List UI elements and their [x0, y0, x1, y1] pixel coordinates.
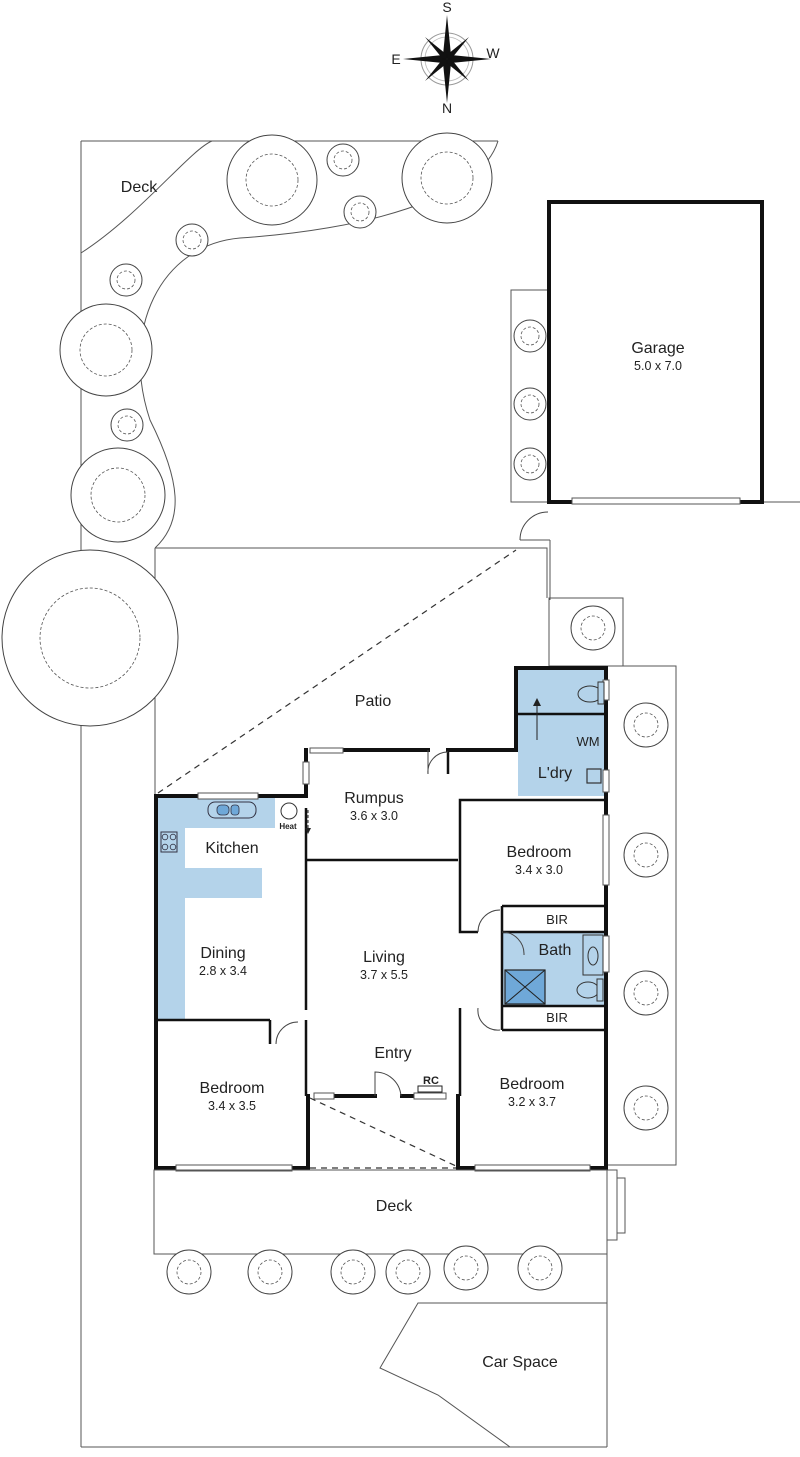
bedroom-se-door[interactable]	[477, 1007, 501, 1031]
garage-side-door[interactable]	[519, 511, 549, 541]
deck-step	[606, 1169, 618, 1241]
kitchen-label: Kitchen	[205, 840, 258, 857]
tree-icon	[70, 447, 166, 543]
tree-icon	[513, 319, 547, 353]
garage	[547, 200, 764, 504]
car-space-outline	[379, 1302, 607, 1448]
bir-top-label: BIR	[546, 912, 568, 927]
kitchen-window[interactable]	[197, 792, 259, 800]
heat-label: Heat	[279, 822, 297, 831]
tree-icon	[623, 1085, 669, 1131]
step-up-arrow-icon	[533, 698, 541, 706]
tree-icon	[226, 134, 318, 226]
dining-label: Dining	[200, 945, 245, 962]
bath-toilet-icon	[576, 978, 604, 1002]
tree-icon	[401, 132, 493, 224]
bedroom-sw-door[interactable]	[275, 1021, 299, 1045]
tree-icon	[110, 408, 144, 442]
rc-label: RC	[423, 1075, 439, 1087]
compass-east-label: E	[391, 51, 400, 67]
rumpus-side-window[interactable]	[302, 761, 310, 785]
laundry-window[interactable]	[602, 769, 610, 793]
laundry-tub-icon	[586, 768, 602, 784]
bedroom-se-window[interactable]	[474, 1164, 591, 1172]
garage-label: Garage	[631, 340, 684, 357]
tree-icon	[517, 1245, 563, 1291]
tree-icon	[623, 832, 669, 878]
patio-outline	[155, 547, 548, 598]
garage-door[interactable]	[571, 497, 741, 505]
bedroom-ne-label: Bedroom	[507, 844, 572, 861]
tree-icon	[330, 1249, 376, 1295]
tree-icon	[623, 970, 669, 1016]
rc-unit	[417, 1085, 443, 1093]
rumpus-label: Rumpus	[344, 790, 404, 807]
bath-window[interactable]	[602, 935, 610, 973]
bedroom-se-label: Bedroom	[500, 1076, 565, 1093]
bedroom-sw-dims: 3.4 x 3.5	[208, 1099, 256, 1113]
tree-icon	[385, 1249, 431, 1295]
bedroom-sw-window[interactable]	[175, 1164, 293, 1172]
bath-label: Bath	[539, 942, 572, 959]
entry-door[interactable]	[374, 1071, 402, 1097]
kitchen-sink-icon	[207, 801, 257, 819]
patio-roof-line	[157, 549, 517, 794]
bath-door[interactable]	[501, 931, 525, 956]
patio-label: Patio	[355, 693, 392, 710]
cooktop-icon	[160, 831, 178, 853]
compass-rose-icon	[403, 15, 491, 103]
tree-icon	[326, 143, 360, 177]
compass-south-label: S	[442, 0, 451, 15]
rumpus-window[interactable]	[309, 747, 344, 754]
deck-front-label: Deck	[376, 1198, 413, 1215]
compass-north-label: N	[442, 100, 452, 116]
deck-top-label: Deck	[121, 179, 158, 196]
entry-roof-line	[309, 1097, 457, 1167]
tree-icon	[166, 1249, 212, 1295]
deck-step-2	[616, 1177, 626, 1234]
dining-dims: 2.8 x 3.4	[199, 964, 247, 978]
vanity-basin-icon	[582, 934, 604, 976]
rumpus-dims: 3.6 x 3.0	[350, 809, 398, 823]
toilet-icon	[577, 681, 605, 705]
bedroom-ne-window[interactable]	[602, 814, 610, 886]
trees	[1, 132, 669, 1295]
tree-icon	[570, 605, 616, 651]
entry-window-right[interactable]	[413, 1092, 447, 1100]
step-arrow-icon	[305, 828, 311, 834]
tree-icon	[1, 549, 179, 727]
tree-icon	[247, 1249, 293, 1295]
rumpus-door[interactable]	[427, 750, 449, 775]
car-space-label: Car Space	[482, 1354, 558, 1371]
heater-icon	[280, 802, 298, 820]
bir-bottom-label: BIR	[546, 1010, 568, 1025]
tree-icon	[343, 195, 377, 229]
kitchen-bench	[158, 798, 275, 1020]
tree-icon	[109, 263, 143, 297]
tree-icon	[59, 303, 153, 397]
tree-icon	[623, 702, 669, 748]
entry-window-left[interactable]	[313, 1092, 335, 1100]
front-deck	[153, 1169, 608, 1255]
entry-label: Entry	[374, 1045, 411, 1062]
tree-icon	[513, 447, 547, 481]
bedroom-ne-door[interactable]	[477, 909, 501, 933]
bedroom-sw-label: Bedroom	[200, 1080, 265, 1097]
bedroom-se-dims: 3.2 x 3.7	[508, 1095, 556, 1109]
wm-label: WM	[576, 734, 599, 749]
tree-icon	[513, 387, 547, 421]
living-label: Living	[363, 949, 405, 966]
garage-dims: 5.0 x 7.0	[634, 359, 682, 373]
compass-west-label: W	[486, 45, 500, 61]
tree-icon	[175, 223, 209, 257]
deck-top-edge	[80, 140, 213, 254]
tree-icon	[443, 1245, 489, 1291]
living-dims: 3.7 x 5.5	[360, 968, 408, 982]
bedroom-ne-dims: 3.4 x 3.0	[515, 863, 563, 877]
interior-walls	[156, 712, 606, 1096]
laundry-label: L'dry	[538, 765, 572, 782]
